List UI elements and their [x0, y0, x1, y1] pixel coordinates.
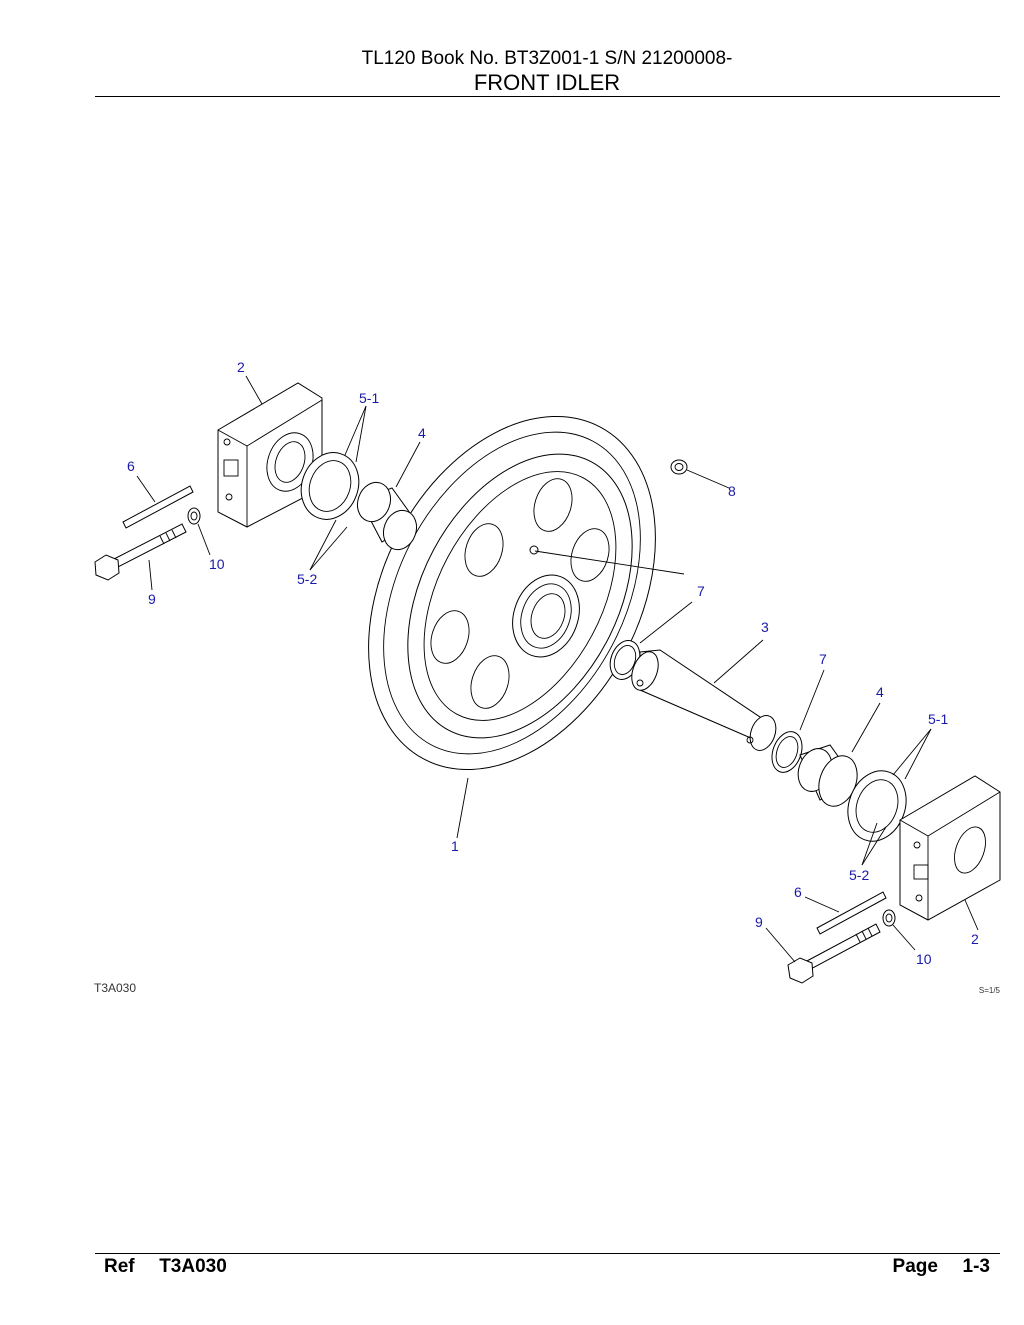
callout-6-lower: 6 — [794, 884, 802, 900]
washer-upper — [187, 507, 201, 525]
header-rule — [95, 96, 1000, 97]
callout-8: 8 — [728, 483, 736, 499]
o-ring-lower — [771, 731, 803, 773]
bolt-lower — [787, 923, 881, 984]
callout-5-2-lower: 5-2 — [849, 867, 869, 883]
callout-3: 3 — [761, 619, 769, 635]
callout-5-1-lower: 5-1 — [928, 711, 948, 727]
bushing-upper — [300, 452, 418, 551]
ref-value: T3A030 — [159, 1256, 227, 1277]
callout-10-lower: 10 — [916, 951, 932, 967]
figure-scale: S=1/5 — [978, 986, 1000, 995]
callout-9-upper: 9 — [148, 591, 156, 607]
footer-rule — [95, 1253, 1000, 1254]
idler-wheel — [368, 415, 656, 771]
pin-lower — [816, 891, 887, 935]
bolt-upper — [94, 523, 187, 581]
book-subtitle: TL120 Book No. BT3Z001-1 S/N 21200008- — [361, 48, 733, 69]
callout-10-upper: 10 — [209, 556, 225, 572]
page-number: 1-3 — [962, 1256, 990, 1277]
callout-4-lower: 4 — [876, 684, 884, 700]
callout-7-upper: 7 — [697, 583, 705, 599]
callout-5-1-upper: 5-1 — [359, 390, 379, 406]
plug — [670, 459, 688, 475]
callout-5-2-upper: 5-2 — [297, 571, 317, 587]
callout-2-lower: 2 — [971, 931, 979, 947]
leader-lines — [136, 375, 979, 963]
callout-4-upper: 4 — [418, 425, 426, 441]
ref-label: Ref — [104, 1256, 135, 1277]
callout-6-upper: 6 — [127, 458, 135, 474]
figure-code: T3A030 — [94, 981, 137, 995]
callout-9-lower: 9 — [755, 914, 763, 930]
seal-lower — [847, 770, 907, 842]
footer-page: Page 1-3 — [893, 1256, 990, 1278]
bushing-lower — [797, 744, 858, 807]
callout-2-upper: 2 — [237, 359, 245, 375]
shaft — [631, 649, 777, 751]
footer-ref: Ref T3A030 — [104, 1256, 227, 1278]
pin-upper — [122, 485, 194, 529]
washer-lower — [882, 909, 896, 927]
bracket-block-right — [899, 775, 1001, 921]
page-label: Page — [892, 1256, 938, 1277]
page-title: FRONT IDLER — [473, 70, 621, 95]
bracket-block-left — [217, 382, 323, 528]
callout-7-lower: 7 — [819, 651, 827, 667]
callout-1: 1 — [451, 838, 459, 854]
